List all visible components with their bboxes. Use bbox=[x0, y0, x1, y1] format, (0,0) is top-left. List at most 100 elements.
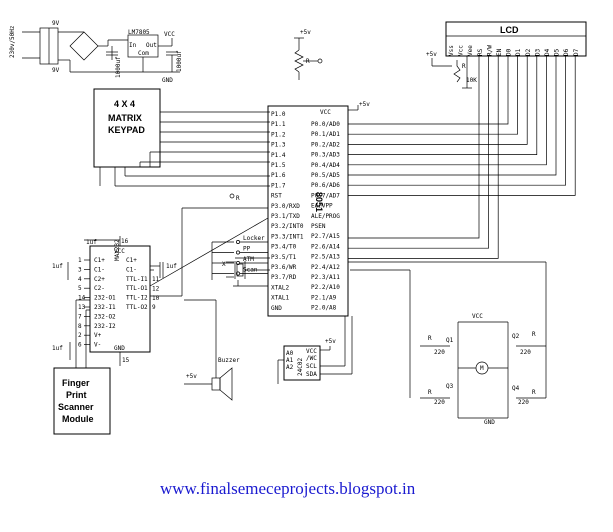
mcu-left-pin: P1.0 bbox=[271, 111, 286, 118]
mcu-left-pin: P3.3/INT1 bbox=[271, 233, 304, 240]
ac-input-label: 230v/50Hz bbox=[9, 25, 16, 58]
svg-text:M: M bbox=[480, 365, 484, 372]
lcd-pin-label: RS bbox=[477, 48, 484, 56]
mcu-right-pin: P2.3/A11 bbox=[311, 274, 340, 281]
svg-text:220: 220 bbox=[434, 399, 445, 406]
lcd-title: LCD bbox=[500, 25, 519, 35]
mcu-right-pin: ALE/PROG bbox=[311, 213, 340, 220]
max232-pin-number: 10 bbox=[152, 295, 160, 302]
max232-pin-label: TTL-I2 bbox=[126, 295, 148, 302]
lcd-pin-label: EN bbox=[496, 48, 503, 56]
mcu-left-pin: P3.7/RD bbox=[271, 274, 297, 281]
buzzer: Buzzer +5v bbox=[184, 299, 240, 401]
svg-text:24C02: 24C02 bbox=[297, 358, 304, 376]
max232-pin-label: C1- bbox=[94, 266, 105, 273]
max232-pin-number: 2 bbox=[78, 332, 82, 339]
potentiometer: +5v R bbox=[294, 29, 323, 80]
mcu-right-pin: P0.3/AD3 bbox=[311, 152, 340, 159]
svg-text:1000uf: 1000uf bbox=[115, 56, 122, 78]
max232-pin-number: 11 bbox=[152, 276, 160, 283]
svg-text:Com: Com bbox=[138, 50, 149, 57]
svg-text:R: R bbox=[428, 389, 432, 396]
svg-text:+5v: +5v bbox=[426, 51, 437, 58]
svg-text:Scanner: Scanner bbox=[58, 402, 94, 412]
svg-text:VCC: VCC bbox=[114, 248, 125, 255]
lcd-pin-label: D3 bbox=[534, 48, 541, 56]
svg-text:Q3: Q3 bbox=[446, 383, 454, 390]
bridge-rectifier bbox=[69, 31, 99, 61]
footer-url: www.finalsemeceprojects.blogspot.in bbox=[160, 479, 416, 498]
svg-text:+5v: +5v bbox=[325, 338, 336, 345]
lcd-pin-label: R/W bbox=[486, 45, 493, 56]
switch-label: Locker bbox=[243, 235, 265, 242]
mcu-left-pin: RST bbox=[271, 193, 282, 200]
max232-pin-number: 13 bbox=[78, 304, 86, 311]
max232-pin-number: 8 bbox=[78, 323, 82, 330]
max232-pin-number: 6 bbox=[78, 342, 82, 349]
svg-text:16: 16 bbox=[121, 238, 129, 245]
svg-text:Q2: Q2 bbox=[512, 333, 520, 340]
mcu-right-pin: P0.5/AD5 bbox=[311, 172, 340, 179]
lcd-pin-label: D5 bbox=[554, 48, 561, 56]
mcu-left-pin: P1.3 bbox=[271, 142, 286, 149]
svg-text:1uf: 1uf bbox=[52, 345, 63, 352]
mcu-body bbox=[267, 105, 349, 317]
mcu-left-pin: P1.2 bbox=[271, 131, 286, 138]
mcu-left-pin: GND bbox=[271, 305, 282, 312]
svg-text:VCC: VCC bbox=[320, 109, 331, 116]
lcd-pin-label: Vss bbox=[448, 45, 455, 56]
mcu-left-pin: XTAL2 bbox=[271, 284, 289, 291]
max232-pin-label: 232-O1 bbox=[94, 295, 116, 302]
svg-text:Module: Module bbox=[62, 414, 94, 424]
svg-text:Print: Print bbox=[66, 390, 87, 400]
max232-pin-number: 4 bbox=[78, 276, 82, 283]
mcu-left-pin: P3.2/INT0 bbox=[271, 223, 304, 230]
lcd-body bbox=[445, 21, 587, 57]
svg-text:VCC: VCC bbox=[164, 31, 175, 38]
mcu-left-pin: P1.4 bbox=[271, 152, 286, 159]
svg-text:SDA: SDA bbox=[306, 371, 317, 378]
svg-text:MAX232: MAX232 bbox=[114, 239, 121, 261]
svg-text:1uf: 1uf bbox=[166, 263, 177, 270]
mcu-left-pin: P3.6/WR bbox=[271, 264, 297, 271]
svg-text:VCC: VCC bbox=[472, 313, 483, 320]
fingerprint-body bbox=[53, 367, 111, 435]
keypad: 4 X 4 MATRIX KEYPAD bbox=[93, 88, 270, 187]
mcu-right-pin: P2.6/A14 bbox=[311, 243, 340, 250]
switch-label: PP bbox=[243, 246, 251, 253]
max232-pin-number: 9 bbox=[152, 304, 156, 311]
svg-text:MATRIX: MATRIX bbox=[108, 113, 142, 123]
svg-text:220: 220 bbox=[518, 399, 529, 406]
power-supply: 230v/50Hz 9V 9V 1000uf LM7805 In Out Com… bbox=[9, 20, 183, 84]
max232-pin-label: V+ bbox=[94, 332, 102, 339]
lcd-pin-label: D7 bbox=[573, 48, 580, 56]
lcd-pin-label: Vcc bbox=[458, 45, 465, 56]
svg-text:R: R bbox=[236, 195, 240, 202]
microcontroller: 8051 P1.0P1.1P1.2P1.3P1.4P1.5P1.6P1.7RST… bbox=[229, 101, 370, 317]
switch-label: ATM bbox=[243, 256, 254, 263]
svg-text:Q4: Q4 bbox=[512, 385, 520, 392]
lcd-pin-label: D0 bbox=[506, 48, 513, 56]
fingerprint-module: Finger Print Scanner Module bbox=[53, 299, 111, 435]
mcu-right-pin: P2.4/A12 bbox=[311, 264, 340, 271]
mcu-left-pin: P3.4/T0 bbox=[271, 244, 297, 251]
mcu-left-pin: P3.5/T1 bbox=[271, 254, 297, 261]
svg-text:+5v: +5v bbox=[186, 373, 197, 380]
max232-pin-label: 232-I1 bbox=[94, 304, 116, 311]
svg-text:R: R bbox=[462, 63, 466, 70]
mcu-left-pin: P1.7 bbox=[271, 182, 286, 189]
max232-pin-label: TTL-I1 bbox=[126, 276, 148, 283]
mcu-right-pin: P0.7/AD7 bbox=[311, 192, 340, 199]
max232-pin-label: TTL-O2 bbox=[126, 304, 148, 311]
mcu-right-pin: P0.2/AD2 bbox=[311, 141, 340, 148]
svg-text:10K: 10K bbox=[466, 77, 477, 84]
lcd-pin-label: D4 bbox=[544, 48, 551, 56]
svg-text:A2: A2 bbox=[286, 364, 294, 371]
svg-text:Buzzer: Buzzer bbox=[218, 357, 240, 364]
mcu-right-pin: P0.6/AD6 bbox=[311, 182, 340, 189]
max232-pin-label: C2- bbox=[94, 285, 105, 292]
max232-pin-number: 3 bbox=[78, 266, 82, 273]
